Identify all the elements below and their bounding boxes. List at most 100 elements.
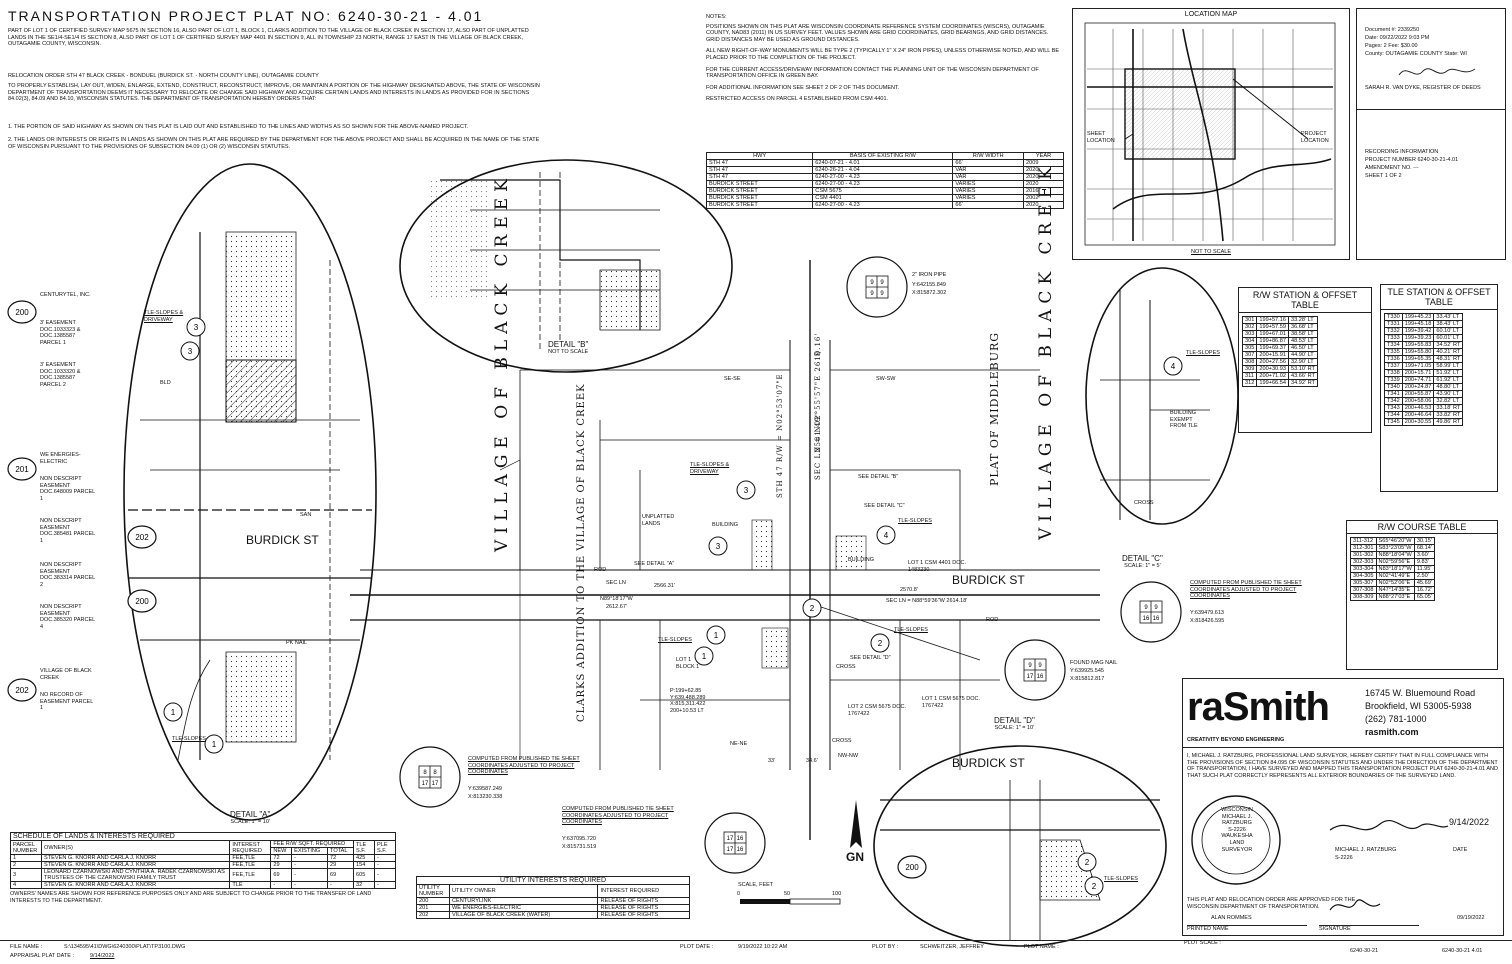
scale-tick-50: 50 <box>784 891 791 897</box>
file-name-label: FILE NAME : <box>10 944 43 950</box>
see-detail-c: SEE DETAIL "C" <box>864 503 905 509</box>
table-cell: 72 <box>270 854 293 862</box>
seal-city: WAUKESHA <box>1221 833 1253 840</box>
svg-text:9: 9 <box>1154 605 1158 611</box>
detail-c-ellipse <box>1085 267 1239 525</box>
table-cell: - <box>291 854 328 862</box>
table-cell: FEE,TLE <box>229 861 272 869</box>
san-label: SAN <box>300 512 312 518</box>
sec-ln-distance: 2612.67' <box>606 604 627 610</box>
note-5: RESTRICTED ACCESS ON PARCEL 4 ESTABLISHE… <box>706 96 889 103</box>
plat-title: TRANSPORTATION PROJECT PLAT NO: 6240-30-… <box>8 8 484 24</box>
centurytel-label: CENTURYTEL, INC. <box>40 292 91 298</box>
svg-text:17: 17 <box>432 781 439 787</box>
rw-station-table-title: R/W STATION & OFFSET TABLE <box>1239 288 1371 313</box>
see-detail-a: SEE DETAIL "A" <box>634 561 675 567</box>
coords-center: P:199+62.85 Y:639,488.289 X:815,311.422 … <box>670 688 706 714</box>
svg-text:1: 1 <box>171 708 176 717</box>
se-se-label: SE-SE <box>724 376 741 382</box>
lot1-csm4401-label: LOT 1 CSM 4401 DOC. 1483230 <box>908 560 966 573</box>
table-cell: STEVEN G. KNORR AND CARLA J. KNORR <box>40 861 231 869</box>
table-cell: 1 <box>10 854 42 862</box>
sw-sw-label: SW-SW <box>876 376 896 382</box>
svg-text:1: 1 <box>714 631 719 640</box>
scale-tick-100: 100 <box>832 891 842 897</box>
svg-text:1: 1 <box>212 740 217 749</box>
detail-a-title: DETAIL "A" <box>230 810 271 819</box>
table-header: EXISTING <box>291 847 328 855</box>
project-number: PROJECT NUMBER 6240-30-21-4.01 <box>1365 157 1459 163</box>
plat-middleburg-label: PLAT OF MIDDLEBURG <box>988 331 1001 486</box>
utility-interests-table: UTILITY INTERESTS REQUIRED UTILITY NUMBE… <box>416 876 690 919</box>
printed-name-label: PRINTED NAME <box>1187 925 1307 933</box>
distance-66: 66' <box>814 352 822 358</box>
plot-by-label: PLOT BY : <box>872 944 899 950</box>
signature-label: SIGNATURE <box>1319 925 1419 933</box>
svg-text:9: 9 <box>1144 605 1148 611</box>
appraisal-date: 9/14/2022 <box>90 953 115 959</box>
utility-table-title: UTILITY INTERESTS REQUIRED <box>416 876 690 885</box>
table-cell: 154 <box>353 861 375 869</box>
mag-nail-y: Y:639925.545 <box>1070 668 1104 674</box>
relocation-purpose: TO PROPERLY ESTABLISH, LAY OUT, WIDEN, E… <box>8 83 540 103</box>
computed-1-y: Y:639587.249 <box>468 786 502 792</box>
svg-text:3: 3 <box>716 542 721 551</box>
scale-tick-0: 0 <box>737 891 741 897</box>
seal-role: LAND SURVEYOR <box>1221 839 1253 853</box>
firm-phone: (262) 781-1000 <box>1365 714 1427 724</box>
table-cell: - <box>374 861 396 869</box>
svg-text:17: 17 <box>727 836 734 842</box>
table-header: UTILITY NUMBER <box>416 884 450 898</box>
plat-description: PART OF LOT 1 OF CERTIFIED SURVEY MAP 56… <box>8 28 529 48</box>
table-cell: 425 <box>353 854 375 862</box>
tle-station-table-title: TLE STATION & OFFSET TABLE <box>1381 285 1497 310</box>
svg-text:9: 9 <box>880 280 884 286</box>
svg-text:2: 2 <box>878 639 883 648</box>
scale-label: SCALE, FEET <box>738 882 774 888</box>
ne-ne-label: NE-NE <box>730 741 748 747</box>
bld-label: BLD <box>160 380 171 386</box>
plot-scale-label: PLOT SCALE : <box>1184 940 1221 946</box>
signature-date: 9/14/2022 <box>1449 817 1490 827</box>
burdick-st-detail-d: BURDICK ST <box>952 756 1025 770</box>
see-detail-d: SEE DETAIL "D" <box>850 655 891 661</box>
svg-text:3: 3 <box>744 486 749 495</box>
detail-c-scale: SCALE: 1" = 5' <box>1124 562 1161 569</box>
svg-text:202: 202 <box>135 533 149 542</box>
register-of-deeds: SARAH R. VAN DYKE, REGISTER OF DEEDS <box>1365 85 1481 91</box>
svg-text:3: 3 <box>194 323 199 332</box>
notes-block: NOTES: POSITIONS SHOWN ON THIS PLAT ARE … <box>706 14 1062 103</box>
table-header: INTEREST REQUIRED <box>229 840 272 855</box>
recording-doc-number: Document #: 2339250 <box>1365 27 1420 33</box>
we-easement-2: NON DESCRIPT EASEMENT DOC.385481 PARCEL … <box>40 518 96 544</box>
detail-a-caption: DETAIL "A"SCALE: 1" = 10' <box>230 810 271 825</box>
table-cell: 29 <box>270 861 293 869</box>
table-header: FEE R/W SQFT. REQUIRED <box>270 840 354 848</box>
svg-text:200: 200 <box>15 308 29 317</box>
mag-nail-x: X:815812.817 <box>1070 676 1105 682</box>
table-cell: BURDICK STREET <box>705 201 814 209</box>
recording-date: Date: 09/22/2022 9:03 PM <box>1365 35 1430 41</box>
plot-name-label: PLOT NAME : <box>1024 944 1059 950</box>
table-cell: 49.86' RT <box>1433 418 1464 426</box>
we-energies-label: WE ENERGIES-ELECTRIC <box>40 452 81 465</box>
detail-d-caption: DETAIL "D"SCALE: 1" = 10' <box>994 717 1035 732</box>
svg-text:4: 4 <box>1171 362 1176 371</box>
surveyor-certification: I, MICHAEL J. RATZBURG, PROFESSIONAL LAN… <box>1187 753 1498 779</box>
computed-3-x: X:818426.595 <box>1190 618 1225 624</box>
table-cell: 69 <box>327 868 354 882</box>
unplatted-lands-label: UNPLATTED LANDS <box>642 514 675 527</box>
table-cell: 2 <box>10 861 42 869</box>
approval-date: 09/19/2022 <box>1457 915 1485 921</box>
table-cell: - <box>374 868 396 882</box>
